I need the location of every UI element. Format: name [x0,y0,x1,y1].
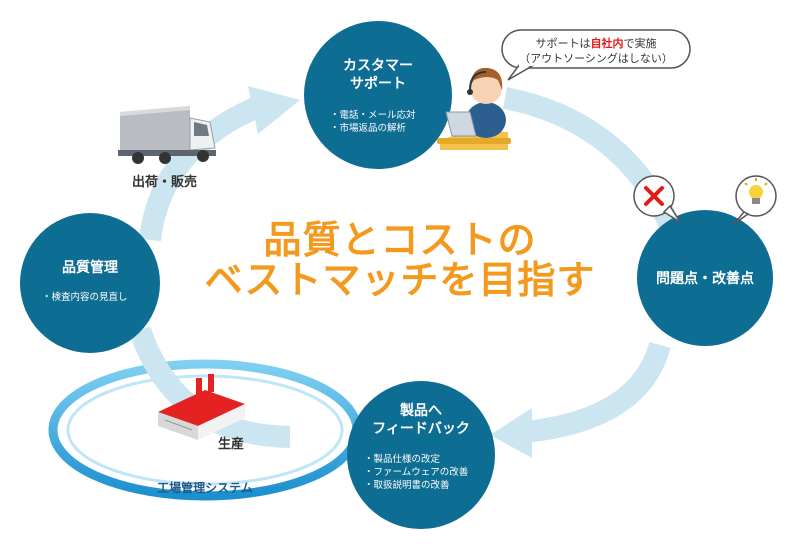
bubble-line-1: サポートは自社内で実施 [536,36,657,50]
feedback-item-3: ・取扱説明書の改善 [364,479,450,491]
headline-line-2: ベストマッチを目指す [204,258,596,302]
support-operator-icon [437,67,511,150]
feedback-title-1: 製品へ [399,402,442,419]
node-quality: 品質管理 ・検査内容の見直し [20,213,160,353]
customer-support-title-2: サポート [350,75,406,92]
arrow-issues-to-feedback [523,341,671,443]
factory-icon [158,374,245,440]
speech-bubble: サポートは自社内で実施 （アウトソーシングはしない） [501,29,691,81]
node-feedback: 製品へ フィードバック ・製品仕様の改定 ・ファームウェアの改善 ・取扱説明書の… [347,381,495,529]
quality-title: 品質管理 [62,259,118,276]
arrow-quality-to-shipping [139,97,260,242]
node-customer-support: カスタマー サポート ・電話・メール応対 ・市場返品の解析 [304,21,452,169]
customer-support-item-2: ・市場返品の解析 [330,122,407,134]
truck-icon [118,106,216,164]
cycle-arrowheads [248,86,532,458]
feedback-item-2: ・ファームウェアの改善 [364,466,469,478]
arrowhead-to-support [248,86,300,134]
factory-system-label: 工場管理システム [157,480,253,495]
lightbulb-icon [733,175,777,225]
quality-item-1: ・検査内容の見直し [42,291,128,303]
issues-title: 問題点・改善点 [656,270,754,287]
bubble-line-2: （アウトソーシングはしない） [519,51,673,65]
production-label: 生産 [218,436,244,452]
customer-support-title-1: カスタマー [343,58,413,74]
feedback-item-1: ・製品仕様の改定 [364,453,441,465]
cross-icon [633,175,681,223]
shipping-label: 出荷・販売 [132,174,197,190]
customer-support-item-1: ・電話・メール応対 [330,109,416,121]
headline-line-1: 品質とコストの [263,218,537,262]
arrowhead-to-feedback [490,408,532,458]
node-issues: 問題点・改善点 [637,210,773,346]
feedback-title-2: フィードバック [372,421,470,437]
